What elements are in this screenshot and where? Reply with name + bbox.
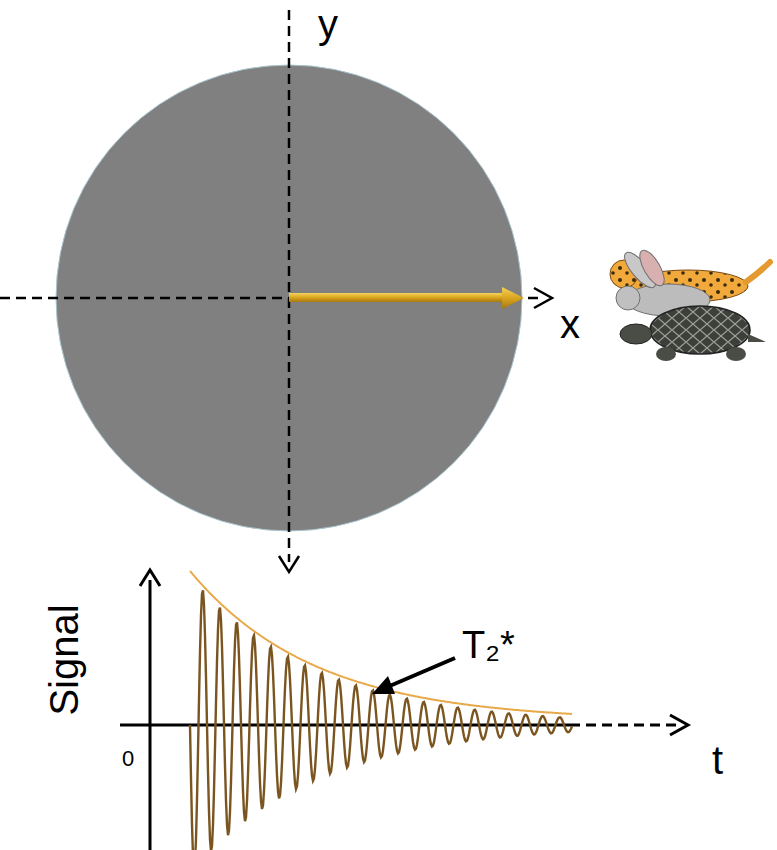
y-axis	[288, 10, 291, 562]
t2star-envelope	[190, 571, 572, 714]
signal-axis	[149, 580, 152, 850]
magnetization-vector	[289, 293, 504, 302]
animals	[610, 247, 770, 361]
leader-arrow	[385, 658, 455, 688]
axis-title: Signal	[44, 604, 84, 715]
leader-arrow-head	[372, 676, 395, 694]
signal-axis-head	[140, 570, 160, 586]
axis-label: x	[560, 304, 580, 344]
vector-head	[502, 287, 524, 309]
time-axis	[120, 724, 570, 727]
time-constant-label: T₂*	[462, 626, 515, 664]
x-axis-head	[534, 288, 552, 308]
axis-label: y	[318, 4, 338, 44]
axis-label: t	[712, 740, 723, 780]
time-axis-dashed	[570, 724, 680, 727]
time-axis-head	[670, 715, 688, 735]
y-axis-head	[279, 556, 299, 572]
fid-signal	[190, 590, 572, 850]
tick-label: 0	[122, 748, 134, 770]
